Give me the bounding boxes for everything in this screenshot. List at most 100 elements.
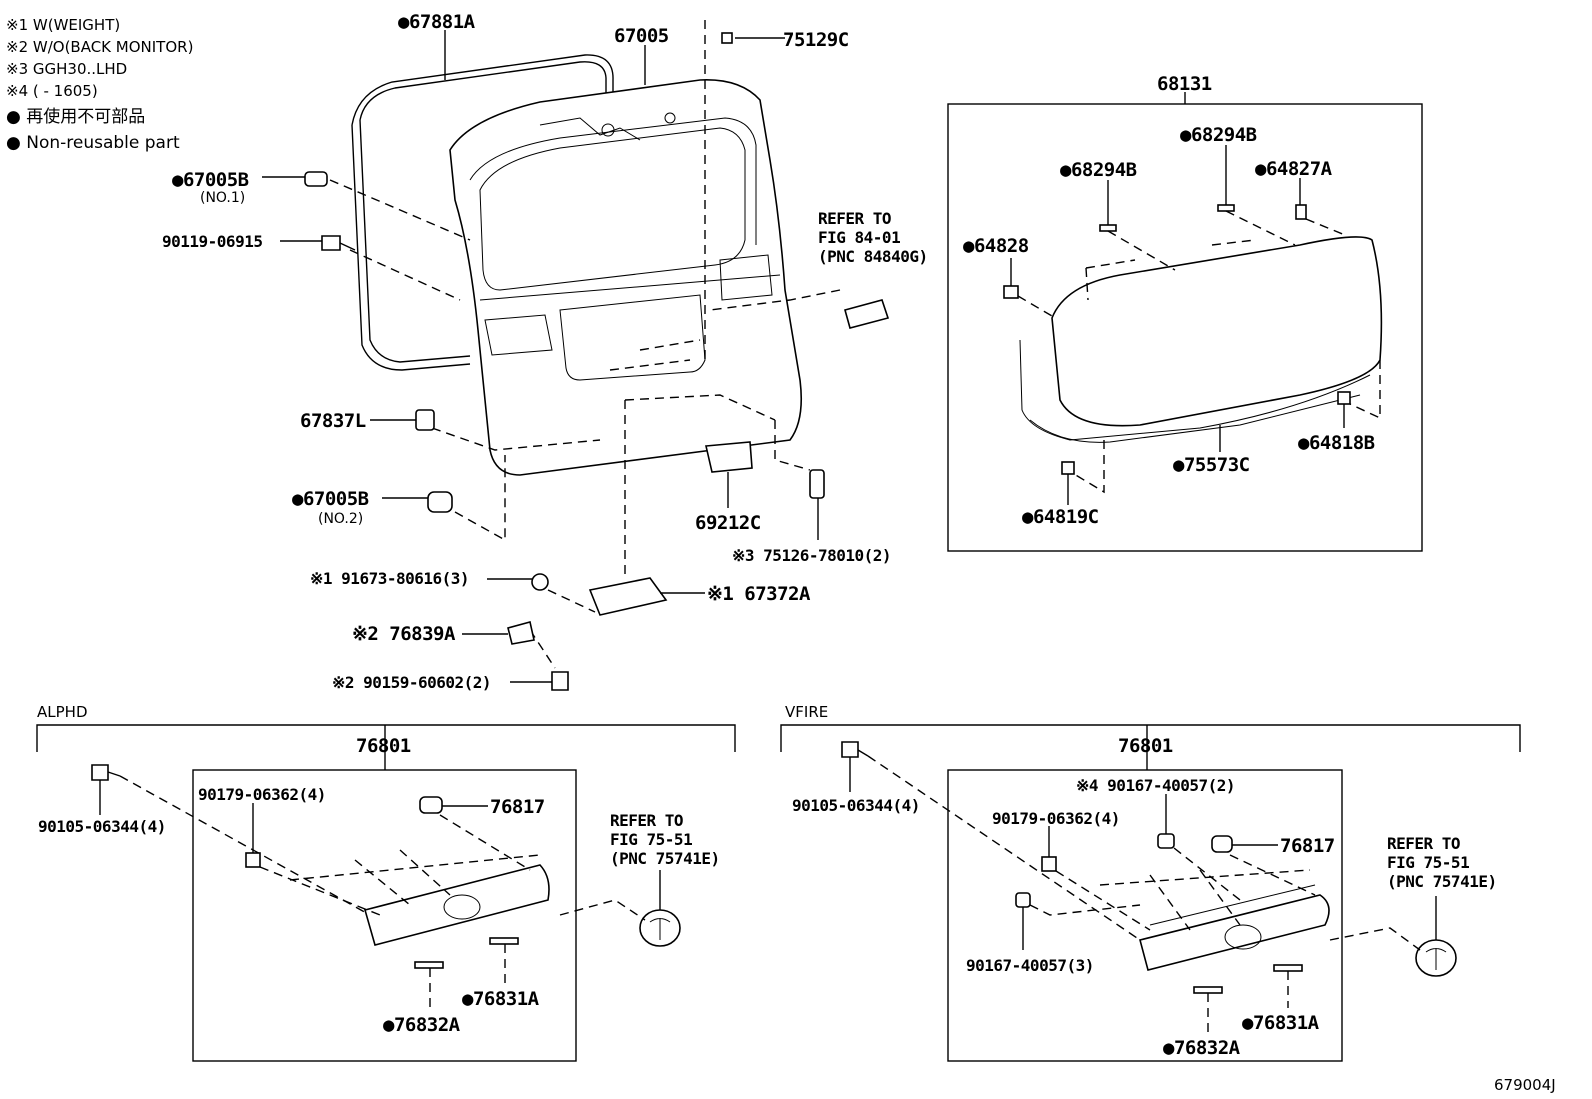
small-parts-main <box>262 30 890 691</box>
label-alphd-76832a: ●76832A <box>383 1014 461 1036</box>
label-90159: ※2 90159-60602(2) <box>332 673 491 692</box>
clip-76817-vfire-icon <box>1211 835 1233 853</box>
clip-76831a-vfire-icon <box>1273 964 1303 972</box>
label-vfire-76832a: ●76832A <box>1163 1037 1241 1059</box>
label-68294b-b: ●68294B <box>1180 124 1257 146</box>
legend-notes: ※1 W(WEIGHT) ※2 W/O(BACK MONITOR) ※3 GGH… <box>6 16 193 153</box>
label-68131: 68131 <box>1157 73 1212 95</box>
clip-64818b-icon <box>1337 391 1351 405</box>
label-vfire-76801: 76801 <box>1118 735 1173 757</box>
label-75573c: ●75573C <box>1173 454 1250 476</box>
label-refer-84-a: REFER TO <box>818 209 891 228</box>
label-vfire-refer-a: REFER TO <box>1387 834 1460 853</box>
label-76839a: ※2 76839A <box>352 623 456 645</box>
trim-board-group: 68131 ●68294B ●68294B ●64827A <box>947 73 1423 552</box>
trim-panel-68131 <box>1051 236 1383 427</box>
label-91673: ※1 91673-80616(3) <box>310 569 469 588</box>
nut-90179-vfire-icon <box>1041 856 1057 872</box>
screw-90159-icon <box>551 671 569 691</box>
lamp-opening-right <box>719 254 773 301</box>
hinge-detail <box>539 117 641 141</box>
label-vfire-90167-bottom: 90167-40057(3) <box>966 956 1094 975</box>
clip-75129c-icon <box>721 32 733 44</box>
label-alphd-76817: 76817 <box>490 796 545 818</box>
label-90119: 90119-06915 <box>162 232 262 251</box>
clip-68294b-a-icon <box>1099 224 1117 232</box>
cushion-67005b-no1-icon <box>304 171 328 187</box>
weatherstrip-left <box>359 119 471 363</box>
label-vfire-90167-top: ※4 90167-40057(2) <box>1076 776 1235 795</box>
figure-code: 679004J <box>1494 1076 1556 1094</box>
label-64828: ●64828 <box>963 235 1029 257</box>
vfire-group: VFIRE 76801 90105-06344(4) ※4 90167-4005… <box>780 703 1521 1062</box>
label-67881a: ●67881A <box>398 11 476 33</box>
label-vfire-76817: 76817 <box>1280 835 1335 857</box>
label-67005b-no1-sub: (NO.1) <box>200 190 245 206</box>
label-67837l: 67837L <box>300 410 366 432</box>
back-door-window-frame <box>469 117 757 245</box>
hinge-bolt <box>601 123 615 137</box>
label-67005b-no1: ●67005B <box>172 169 249 191</box>
lamp-opening-left <box>484 314 553 356</box>
label-64819c: ●64819C <box>1022 506 1099 528</box>
cushion-67005b-no2-icon <box>427 491 453 513</box>
note-3: ※3 GGH30..LHD <box>6 60 127 78</box>
license-recess <box>559 294 706 381</box>
label-67005b-no2: ●67005B <box>292 488 369 510</box>
clip-76817-alphd-icon <box>419 796 443 814</box>
switch-84840g-icon <box>844 299 890 329</box>
label-alphd-refer-b: FIG 75-51 <box>610 830 692 849</box>
label-alphd-90179: 90179-06362(4) <box>198 785 326 804</box>
camera-76839a-icon <box>507 621 535 645</box>
label-vfire-76831a: ●76831A <box>1242 1012 1320 1034</box>
clip-64819c-icon <box>1061 461 1075 475</box>
clip-68294b-b-icon <box>1217 204 1235 212</box>
label-67372a: ※1 67372A <box>707 583 811 605</box>
label-alphd: ALPHD <box>37 703 88 721</box>
label-alphd-76831a: ●76831A <box>462 988 540 1010</box>
vfire-garnish-box <box>947 769 1343 1062</box>
label-vfire-90105: 90105-06344(4) <box>792 796 920 815</box>
trim-panel-edge <box>1019 339 1371 441</box>
label-68294b-a: ●68294B <box>1060 159 1137 181</box>
emblem-hole-vfire <box>1224 924 1262 950</box>
clip-76831a-alphd-icon <box>489 937 519 945</box>
alphd-bracket <box>36 724 736 752</box>
garnish-76801-vfire <box>1139 894 1330 971</box>
label-67005: 67005 <box>614 25 669 47</box>
label-alphd-90105: 90105-06344(4) <box>38 817 166 836</box>
label-vfire: VFIRE <box>785 703 828 721</box>
clip-76832a-vfire-icon <box>1193 986 1223 994</box>
back-door-assembly <box>329 20 841 669</box>
bolt-90167-top-icon <box>1157 833 1175 849</box>
label-64818b: ●64818B <box>1298 432 1375 454</box>
weatherstrip-left-outer <box>351 124 471 371</box>
note-1: ※1 W(WEIGHT) <box>6 16 120 34</box>
garnish-76801-alphd <box>364 864 550 946</box>
hinge-bolt-2 <box>664 112 676 124</box>
back-door-window <box>479 127 746 291</box>
label-alphd-76801: 76801 <box>356 735 411 757</box>
note-2: ※2 W/O(BACK MONITOR) <box>6 38 193 56</box>
weight-67372a-icon <box>588 577 668 616</box>
weatherstrip-75573c <box>1029 394 1361 443</box>
label-vfire-refer-b: FIG 75-51 <box>1387 853 1469 872</box>
note-4: ※4 ( - 1605) <box>6 82 98 100</box>
clip-76832a-alphd-icon <box>414 961 444 969</box>
weatherstrip-shape-outer <box>351 54 614 126</box>
bolt-90119-icon <box>321 235 341 251</box>
label-75126: ※3 75126-78010(2) <box>732 546 891 565</box>
bolt-90105-alphd-icon <box>91 764 109 781</box>
label-67005b-no2-sub: (NO.2) <box>318 511 363 527</box>
bolt-90167-bottom-icon <box>1015 892 1031 908</box>
nut-90179-alphd-icon <box>245 852 261 868</box>
clip-64828-icon <box>1003 285 1019 299</box>
handle-69212c-icon <box>705 441 753 473</box>
door-crease <box>479 274 781 301</box>
bolt-90105-vfire-icon <box>841 741 859 758</box>
main-labels: ●67881A 67005 75129C ●67005B (NO.1) 9011… <box>162 11 928 692</box>
bolt-91673-icon <box>531 573 549 591</box>
label-75129c: 75129C <box>783 29 849 51</box>
emblem-hole <box>443 894 481 920</box>
